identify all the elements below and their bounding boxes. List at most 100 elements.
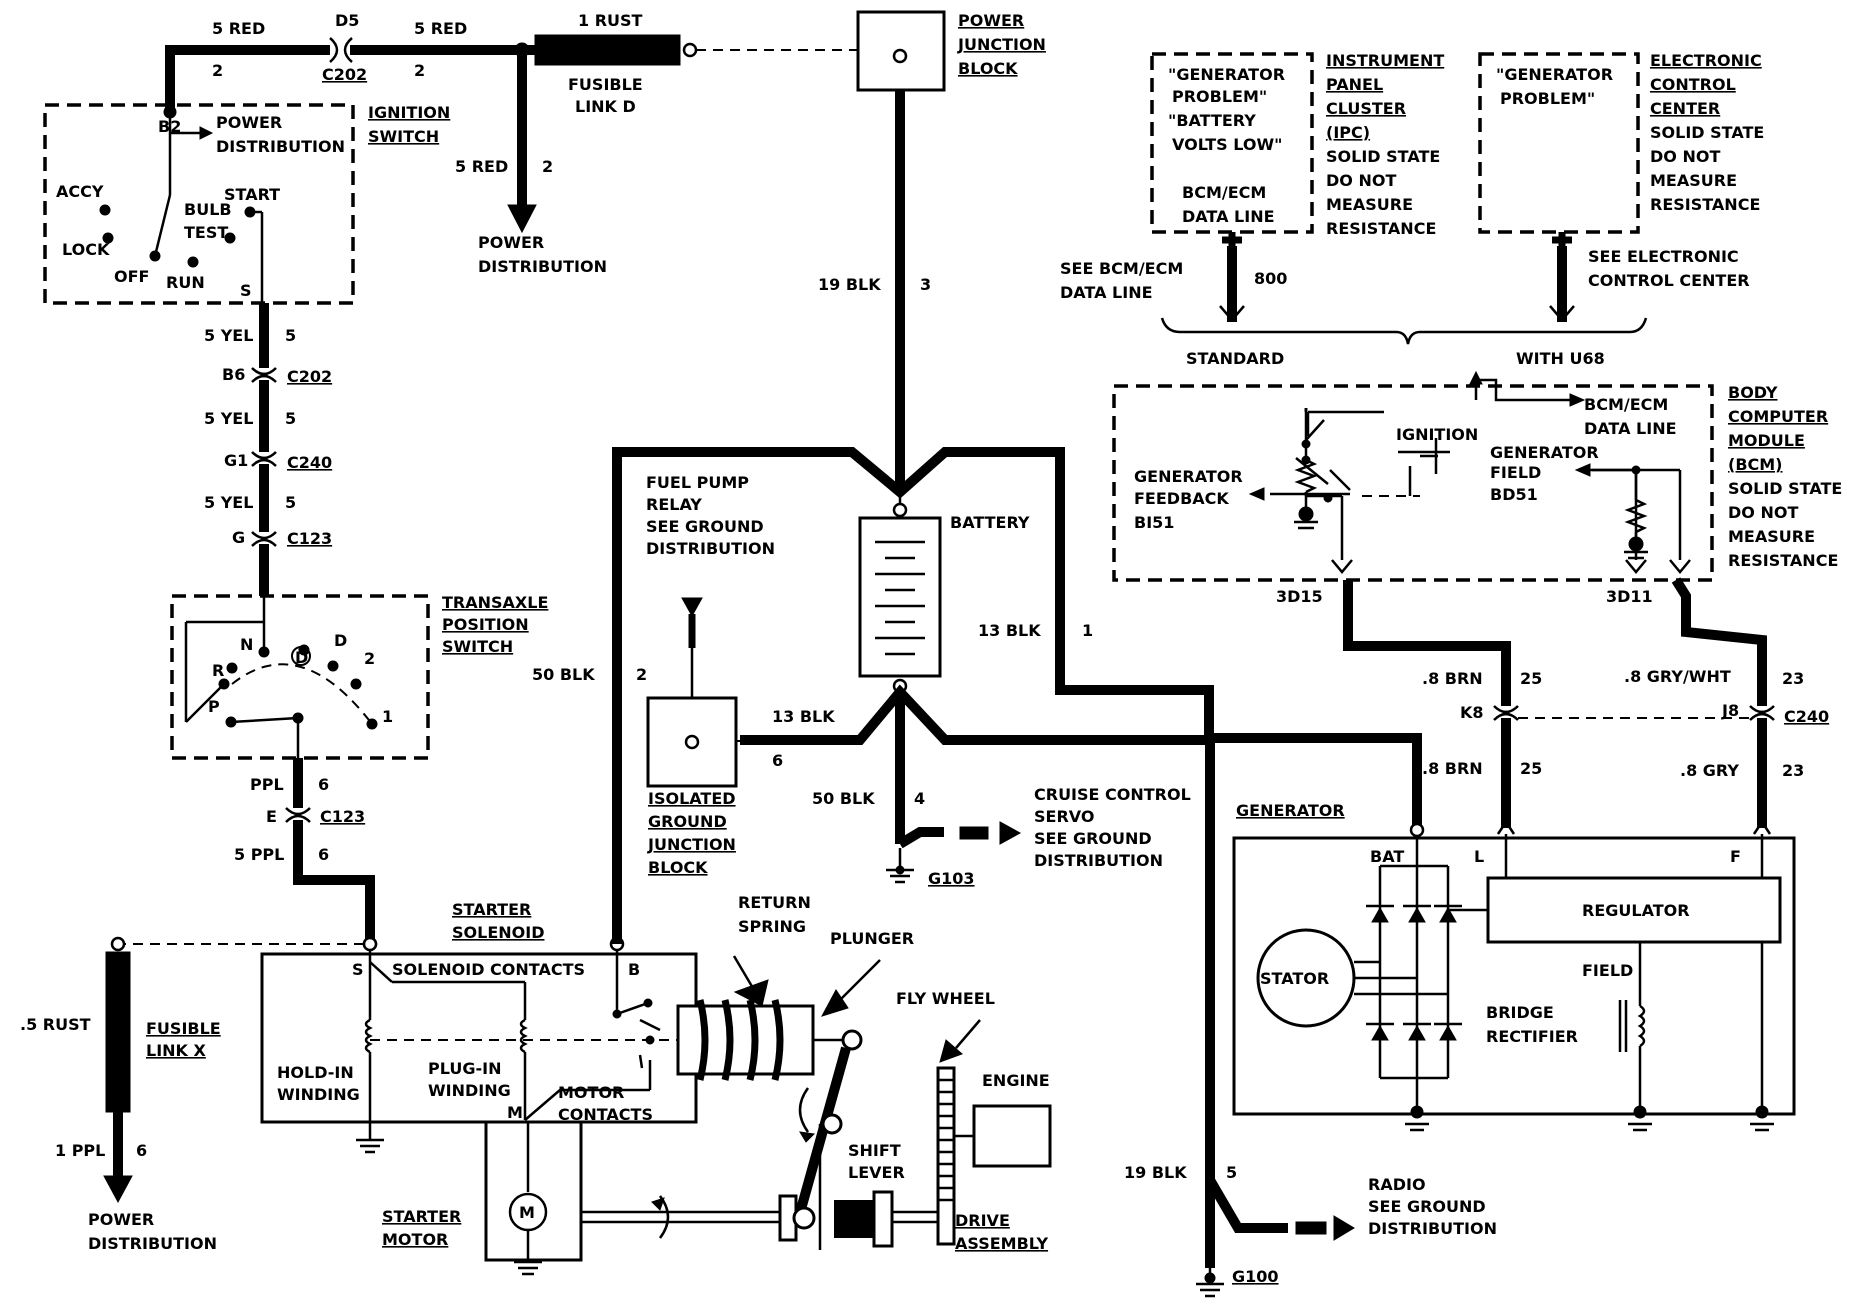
- wire-label: 50 BLK: [532, 665, 595, 684]
- component-label: POWER: [958, 11, 1024, 30]
- component-label: SEE GROUND: [1034, 829, 1152, 848]
- component-label: BI51: [1134, 513, 1174, 532]
- component-label: SOLENOID CONTACTS: [392, 960, 585, 979]
- component-label: (BCM): [1728, 455, 1782, 474]
- component-label: FUEL PUMP: [646, 473, 749, 492]
- destination-label: DISTRIBUTION: [216, 137, 345, 156]
- component-label: LINK X: [146, 1041, 207, 1060]
- circuit-number: 23: [1782, 761, 1804, 780]
- circuit-number: 2: [414, 61, 425, 80]
- component-note: DO NOT: [1326, 171, 1396, 190]
- component-label: WINDING: [428, 1081, 511, 1100]
- wire-label: 13 BLK: [772, 707, 835, 726]
- component-label: STARTER: [382, 1207, 461, 1226]
- gear-position-label: 1: [382, 707, 393, 726]
- destination-label: DISTRIBUTION: [478, 257, 607, 276]
- circuit-number: 6: [318, 845, 329, 864]
- component-label: DISTRIBUTION: [646, 539, 775, 558]
- component-label: BCM/ECM: [1584, 395, 1668, 414]
- starter-motor: [484, 1120, 583, 1262]
- component-label: IGNITION: [1396, 425, 1478, 444]
- connector-label: C202: [322, 65, 367, 84]
- component-note: RESISTANCE: [1326, 219, 1436, 238]
- transaxle-switch-internals: [184, 596, 378, 758]
- wire-label: .8 GRY/WHT: [1624, 667, 1731, 686]
- message-label: PROBLEM": [1500, 89, 1595, 108]
- circuit-number: 25: [1520, 669, 1542, 688]
- connector-pin: K8: [1460, 703, 1484, 722]
- component-label: DISTRIBUTION: [1034, 851, 1163, 870]
- bcm-box: [1112, 384, 1714, 582]
- component-label: CONTACTS: [558, 1105, 653, 1124]
- connector-label: C123: [320, 807, 365, 826]
- component-note: DO NOT: [1728, 503, 1798, 522]
- component-label: GENERATOR: [1236, 801, 1345, 820]
- component-label: GENERATOR: [1490, 443, 1599, 462]
- starter-mechanism: [676, 955, 1052, 1250]
- component-label: MOTOR: [558, 1083, 624, 1102]
- circuit-number: 25: [1520, 759, 1542, 778]
- component-label: DATA LINE: [1584, 419, 1677, 438]
- component-label: FEEDBACK: [1134, 489, 1229, 508]
- component-note: SOLID STATE: [1326, 147, 1440, 166]
- component-label: ISOLATED: [648, 789, 736, 808]
- reference-label: SEE BCM/ECM: [1060, 259, 1183, 278]
- component-label: SERVO: [1034, 807, 1094, 826]
- component-label: SOLENOID: [452, 923, 544, 942]
- destination-label: POWER: [88, 1210, 154, 1229]
- destination-label: POWER: [216, 113, 282, 132]
- gear-position-label: R: [212, 661, 224, 680]
- connector-label: 3D11: [1606, 587, 1653, 606]
- terminal-label: B: [628, 960, 640, 979]
- wire-label: 1 RUST: [578, 11, 643, 30]
- wire-label: 5 YEL: [204, 326, 253, 345]
- terminal-label: B2: [158, 117, 181, 136]
- connector-label: C240: [1784, 707, 1829, 726]
- component-label: GENERATOR: [1134, 467, 1243, 486]
- switch-position-label: OFF: [114, 267, 149, 286]
- component-label: BLOCK: [648, 858, 708, 877]
- ground-label: G103: [928, 869, 975, 888]
- reference-label: CONTROL CENTER: [1588, 271, 1750, 290]
- generator-internals: [1256, 822, 1782, 1132]
- wire-label: 1 PPL: [55, 1141, 105, 1160]
- wire-label: .8 BRN: [1422, 759, 1483, 778]
- component-label: RETURN: [738, 893, 811, 912]
- component-note: RESISTANCE: [1650, 195, 1760, 214]
- component-label: FUSIBLE: [568, 75, 643, 94]
- component-label: REGULATOR: [1582, 901, 1690, 920]
- connector-label: C202: [287, 367, 332, 386]
- gear-position-label: D: [334, 631, 347, 650]
- component-label: SHIFT: [848, 1141, 901, 1160]
- circuit-number: 5: [285, 326, 296, 345]
- data-line-connectors: [1160, 232, 1648, 407]
- component-label: JUNCTION: [647, 835, 736, 854]
- terminal-label: S: [240, 281, 252, 300]
- component-label: PANEL: [1326, 75, 1383, 94]
- connector-pin: B6: [222, 365, 245, 384]
- component-label: SEE GROUND: [646, 517, 764, 536]
- component-label: PLUG-IN: [428, 1059, 501, 1078]
- component-label: HOLD-IN: [277, 1063, 354, 1082]
- connector-pin: G: [232, 528, 245, 547]
- yellow-start-wire: [251, 303, 277, 596]
- component-label: ASSEMBLY: [955, 1234, 1048, 1253]
- component-label: FIELD: [1490, 463, 1541, 482]
- component-note: RESISTANCE: [1728, 551, 1838, 570]
- component-label: TRANSAXLE: [442, 593, 548, 612]
- switch-position-label: START: [224, 185, 280, 204]
- connector-label: C240: [287, 453, 332, 472]
- bcm-internals: [1295, 408, 1450, 503]
- wire-label: 13 BLK: [978, 621, 1041, 640]
- component-label: STARTER: [452, 900, 531, 919]
- component-label: CENTER: [1650, 99, 1720, 118]
- wire-label: .8 GRY: [1680, 761, 1739, 780]
- wire-label: 5 RED: [212, 19, 265, 38]
- component-label: IGNITION: [368, 103, 450, 122]
- connector-pin: J8: [1721, 701, 1739, 720]
- component-label: (IPC): [1326, 123, 1370, 142]
- gear-position-label: 2: [364, 649, 375, 668]
- circuit-number: 2: [212, 61, 223, 80]
